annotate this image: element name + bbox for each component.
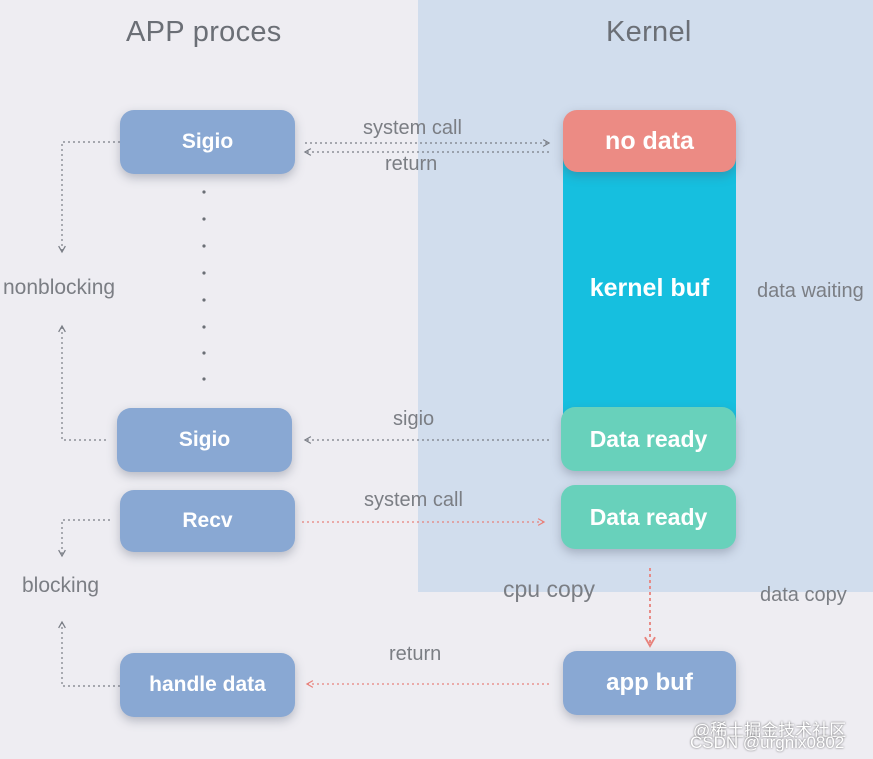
- sigio-box-top: Sigio: [120, 110, 295, 174]
- data-ready-box-1: Data ready: [561, 407, 736, 471]
- sigio-box-bottom: Sigio: [117, 408, 292, 472]
- sigio-label: sigio: [393, 408, 435, 430]
- data-ready-box-2: Data ready: [561, 485, 736, 549]
- system-call-label-top: system call: [363, 117, 462, 139]
- kernel-header: Kernel: [606, 16, 692, 48]
- app-buf-box: app buf: [563, 651, 736, 715]
- blocking-bracket-bottom: [58, 620, 120, 687]
- data-copy-label: data copy: [760, 584, 847, 606]
- return-label-top: return: [385, 153, 438, 175]
- return-label-bottom: return: [389, 643, 442, 665]
- watermark-line1: @稀土掘金技术社区: [693, 721, 847, 740]
- kernel-buf-label: kernel buf: [589, 274, 710, 302]
- handle-data-box: handle data: [120, 653, 295, 717]
- recv-box: Recv: [120, 490, 295, 552]
- blocking-label: blocking: [22, 574, 100, 597]
- nonblocking-label: nonblocking: [3, 276, 116, 299]
- no-data-box: no data: [563, 110, 736, 172]
- data-waiting-label: data waiting: [757, 280, 864, 302]
- watermark-line2: CSDN @urgnix0802: [690, 733, 845, 752]
- system-call-label-recv: system call: [364, 489, 463, 511]
- blocking-bracket-top: [58, 519, 110, 558]
- cpu-copy-label: cpu copy: [503, 576, 596, 602]
- nonblocking-bracket-bottom: [58, 324, 106, 441]
- kernel-buffer-column: [563, 140, 736, 440]
- app-process-header: APP proces: [126, 16, 282, 48]
- nonblocking-bracket-top: [58, 141, 120, 254]
- polling-dots: [202, 190, 206, 381]
